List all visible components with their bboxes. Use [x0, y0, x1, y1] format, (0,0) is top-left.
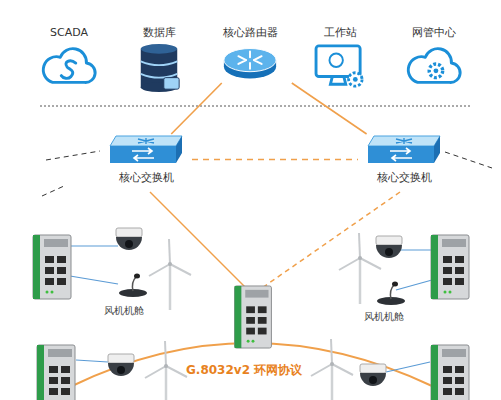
router-top: [224, 49, 276, 72]
industrial-switch: [33, 235, 71, 299]
dome-camera: [108, 354, 134, 376]
device-wire: [396, 280, 432, 290]
industrial-switch: [235, 286, 272, 348]
switch-arrows: [132, 148, 154, 161]
db-ring: [141, 74, 177, 78]
device-wire: [70, 276, 118, 284]
switch-top: [368, 136, 440, 146]
scada-mark: [61, 61, 75, 79]
wind-turbine: [311, 339, 353, 400]
network-node: SCADA: [38, 26, 100, 87]
wind-turbine: [149, 239, 191, 310]
nms-icon: [405, 43, 463, 87]
network-node: 数据库: [128, 26, 190, 95]
gear-mark: [429, 64, 443, 78]
network-link: [171, 83, 222, 134]
node-label: 核心交换机: [119, 171, 174, 185]
switch-side: [434, 136, 440, 163]
switch-star: [396, 138, 412, 144]
switch-side: [176, 136, 182, 163]
wind-turbine: [145, 341, 187, 400]
industrial-switch: [431, 235, 469, 299]
gear-hub: [434, 68, 439, 73]
area-label: 风机机舱: [364, 310, 404, 323]
sw-icon: [364, 134, 444, 168]
node-label: SCADA: [50, 26, 88, 40]
network-node: 核心交换机: [358, 134, 450, 185]
node-label: 工作站: [324, 26, 357, 40]
dome-camera: [116, 228, 142, 250]
switch-arrows: [390, 148, 412, 161]
sw-icon: [106, 134, 186, 168]
router-icon: [221, 43, 279, 83]
ws-icon: [313, 43, 367, 89]
industrial-switch: [431, 345, 469, 400]
node-label: 核心路由器: [223, 26, 278, 40]
node-label: 数据库: [143, 26, 176, 40]
zone-divider: [40, 106, 470, 107]
network-node: 网管中心: [398, 26, 470, 87]
monitor-stand: [330, 77, 345, 85]
db-icon: [135, 43, 183, 95]
db-ring: [141, 61, 177, 65]
switch-star: [138, 138, 154, 144]
industrial-switch: [37, 345, 75, 400]
network-node: 核心路由器: [208, 26, 292, 83]
device-wire: [70, 245, 118, 246]
device-wire: [76, 360, 108, 362]
switch-top: [110, 136, 182, 146]
microphone: [119, 274, 147, 298]
network-link: [292, 83, 367, 134]
cloud-outline: [408, 49, 460, 83]
db-badge: [164, 78, 179, 90]
ring-protocol-label: G.8032v2 环网协议: [186, 364, 302, 377]
network-node: 核心交换机: [100, 134, 192, 185]
globe-mark: [329, 54, 342, 67]
scada-icon: [40, 43, 98, 87]
network-node: 工作站: [308, 26, 372, 89]
node-label: 核心交换机: [377, 171, 432, 185]
area-label: 风机机舱: [104, 304, 144, 317]
uplink-wire: [150, 192, 246, 288]
wind-turbine: [339, 233, 381, 304]
gear-hub: [353, 77, 358, 82]
network-link: [192, 159, 358, 161]
node-label: 网管中心: [412, 26, 456, 40]
microphone: [377, 282, 405, 306]
db-top: [141, 44, 177, 54]
router-arrows: [238, 51, 261, 68]
ring-arc: [72, 343, 432, 386]
gear-mark: [349, 73, 362, 86]
zone-divider: [445, 152, 492, 168]
dome-camera: [376, 236, 402, 258]
cloud-outline: [43, 49, 95, 83]
zone-divider: [46, 151, 100, 160]
switch-front: [110, 146, 176, 163]
device-wire: [386, 362, 430, 372]
device-wire: [396, 249, 432, 250]
switch-front: [368, 146, 434, 163]
zone-divider: [42, 186, 64, 196]
dome-camera: [360, 364, 386, 386]
